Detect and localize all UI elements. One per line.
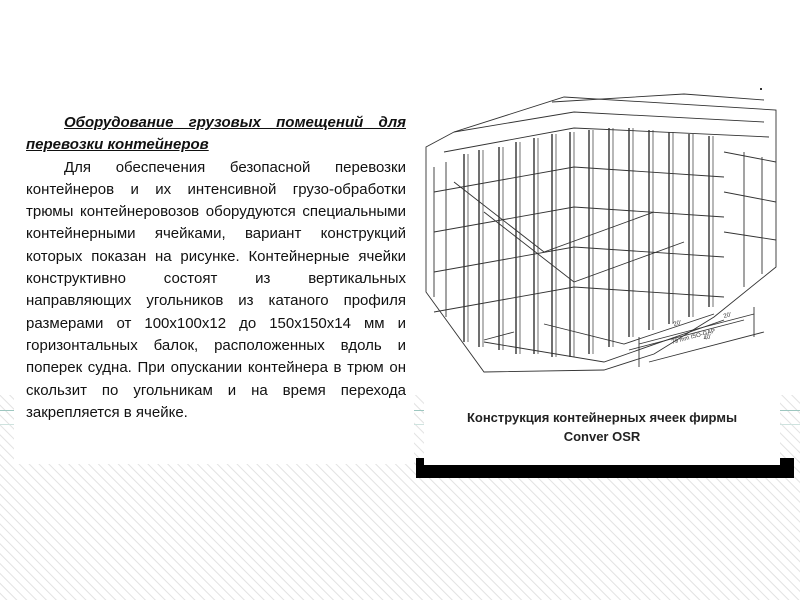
text-block: Оборудование грузовых помещений для пере… bbox=[14, 112, 414, 464]
section-title: Оборудование грузовых помещений для пере… bbox=[26, 114, 406, 154]
caption-line-2: Conver OSR bbox=[563, 429, 641, 444]
figure-caption: Конструкция контейнерных ячеек фирмы Con… bbox=[424, 395, 780, 465]
dim-label: 40' bbox=[703, 334, 712, 342]
dim-label: 20' bbox=[723, 312, 732, 320]
body-paragraph: Для обеспечения безопасной перевозки кон… bbox=[26, 158, 406, 421]
figure-panel: 79 mm ISO-GAP 40' 20' 20' bbox=[424, 92, 780, 395]
container-cell-drawing: 79 mm ISO-GAP 40' 20' 20' bbox=[425, 93, 777, 373]
dim-label: 20' bbox=[673, 320, 682, 328]
stray-dot bbox=[760, 88, 762, 90]
caption-line-1: Конструкция контейнерных ячеек фирмы bbox=[466, 410, 738, 425]
